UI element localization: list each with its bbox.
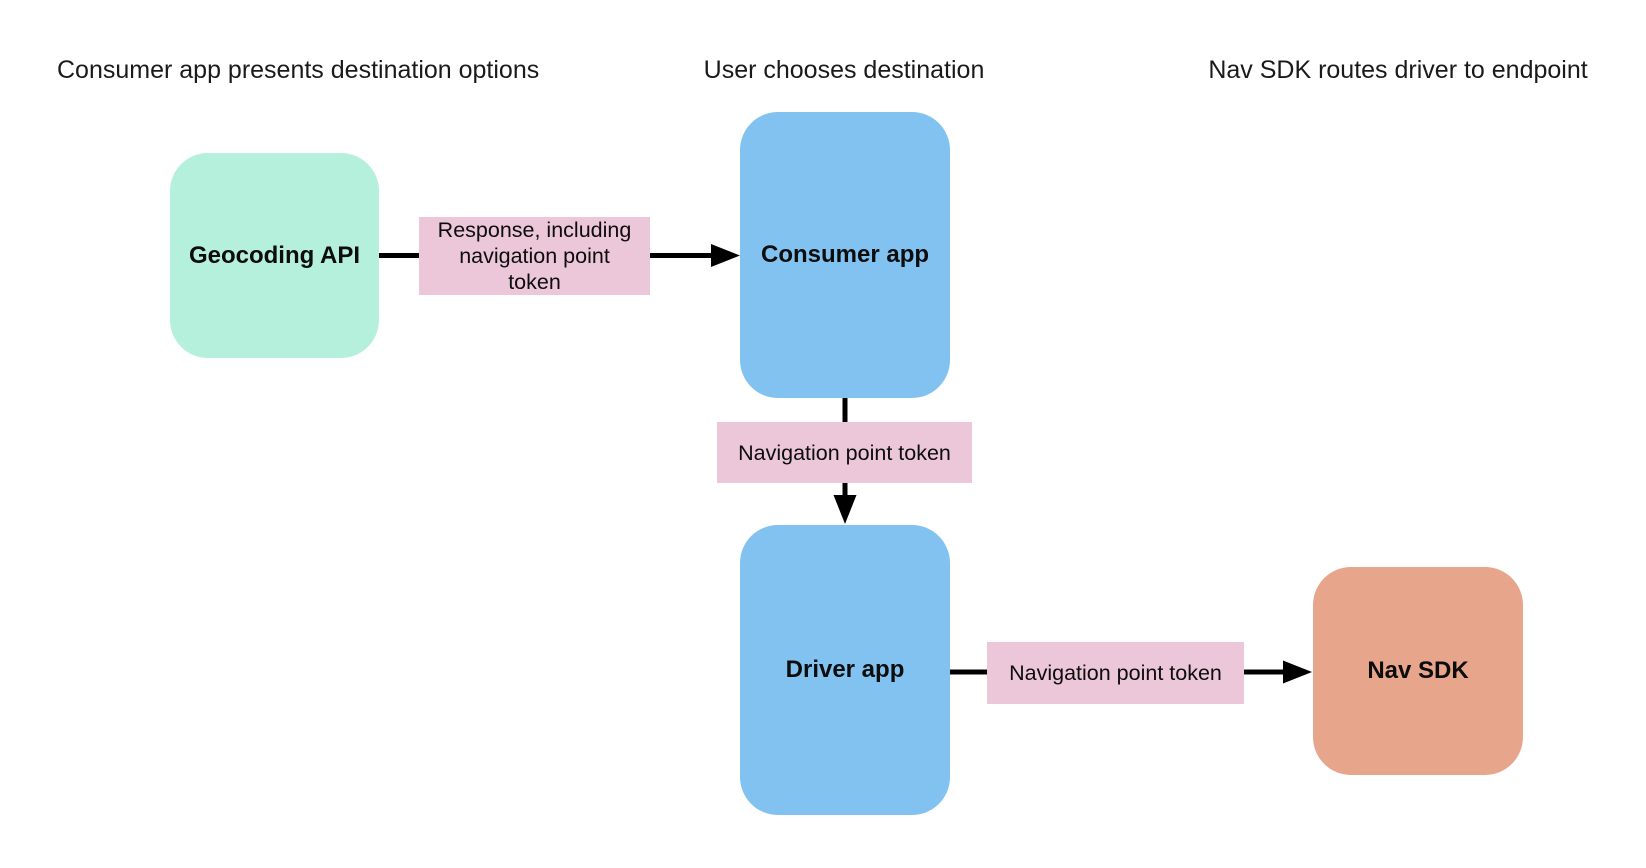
column-header-user-chooses: User chooses destination	[703, 56, 985, 84]
edge-label-response-token: Response, including navigation point tok…	[419, 217, 650, 295]
column-header-consumer-presents: Consumer app presents destination option…	[57, 56, 540, 84]
edge-label-navigation-point-token-2: Navigation point token	[987, 642, 1244, 704]
node-nav-sdk: Nav SDK	[1313, 567, 1523, 775]
node-geocoding-api: Geocoding API	[170, 153, 379, 358]
arrowhead-right-icon	[1283, 660, 1312, 684]
arrowhead-down-icon	[833, 495, 857, 524]
column-header-navsdk-routes: Nav SDK routes driver to endpoint	[1208, 56, 1588, 84]
edge-label-navigation-point-token-1: Navigation point token	[717, 422, 972, 483]
arrowhead-right-icon	[711, 244, 740, 267]
node-driver-app: Driver app	[740, 525, 950, 815]
node-consumer-app: Consumer app	[740, 112, 950, 398]
